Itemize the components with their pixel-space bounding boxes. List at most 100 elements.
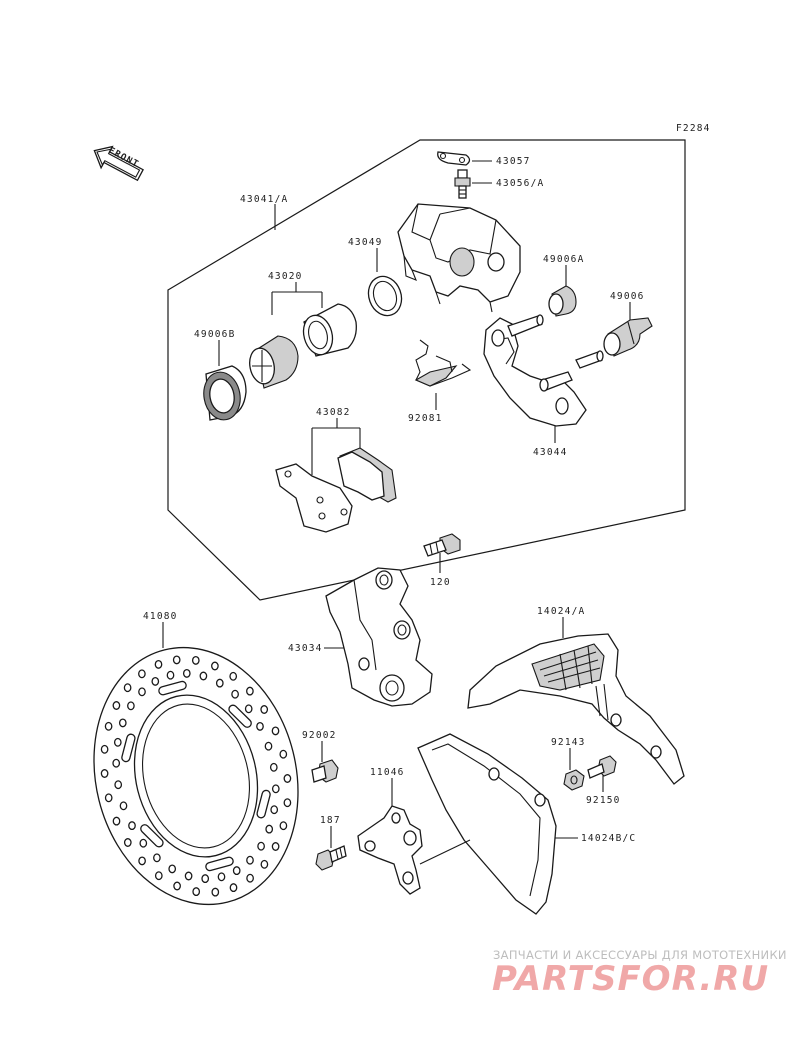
disc-hole: [229, 883, 238, 893]
disc-hole: [100, 769, 109, 778]
svg-text:92143: 92143: [551, 737, 586, 748]
label-43049: 43049: [348, 237, 383, 272]
caliper-piston: [302, 303, 357, 357]
slide-pin-boot: [603, 317, 653, 357]
disc-hole: [232, 866, 241, 876]
disc-hole: [114, 780, 123, 790]
label-11046: 11046: [370, 767, 405, 808]
disc-hole: [112, 701, 121, 710]
disc-hole: [104, 793, 113, 803]
holder-bolt: [311, 759, 339, 783]
disc-hole: [283, 798, 292, 808]
disc-hole: [151, 676, 160, 686]
disc-hole: [199, 671, 208, 681]
disc-hole: [260, 705, 269, 714]
watermark-tagline: ЗАПЧАСТИ И АКСЕССУАРЫ ДЛЯ МОТОТЕХНИКИ: [493, 948, 787, 962]
disc-hole: [211, 661, 219, 671]
front-arrow-icon: [93, 145, 144, 182]
svg-text:11046: 11046: [370, 767, 405, 778]
disc-hole: [119, 801, 128, 811]
disc-guard-lower: [417, 733, 557, 915]
disc-hole: [118, 718, 127, 728]
slide-pin-boot-small: [548, 285, 577, 317]
caliper-bolt: [423, 533, 461, 557]
pad-spring: [414, 339, 472, 387]
svg-text:43049: 43049: [348, 237, 383, 248]
disc-hole: [229, 671, 238, 681]
svg-text:43057: 43057: [496, 156, 531, 167]
disc-hole: [168, 864, 177, 874]
disc-hole: [256, 721, 264, 731]
svg-text:43082: 43082: [316, 407, 351, 418]
bracket-bolt: [315, 845, 347, 871]
disc-hole: [270, 805, 279, 815]
label-92150: 92150: [586, 775, 621, 806]
disc-hole: [166, 670, 175, 680]
disc-hole: [211, 887, 220, 897]
svg-text:14024/A: 14024/A: [537, 606, 585, 617]
disc-hole: [265, 824, 274, 834]
disc-hole: [283, 774, 292, 783]
disc-hole: [154, 659, 163, 669]
caliper-body: [397, 203, 521, 313]
disc-hole: [264, 741, 273, 751]
disc-hole: [138, 856, 146, 866]
svg-text:187: 187: [320, 815, 341, 826]
disc-hole: [279, 821, 288, 831]
svg-text:92002: 92002: [302, 730, 337, 741]
disc-slots: [121, 680, 271, 872]
guard-bolt: [587, 755, 617, 779]
svg-text:43041/A: 43041/A: [240, 194, 288, 205]
disc-hole: [191, 655, 200, 665]
svg-text:43034: 43034: [288, 643, 323, 654]
label-14024bc: 14024B/C: [555, 833, 636, 844]
disc-hole: [279, 749, 288, 759]
svg-text:49006A: 49006A: [543, 254, 585, 265]
svg-text:92150: 92150: [586, 795, 621, 806]
label-43082: 43082: [311, 407, 361, 475]
disc-hole: [128, 821, 136, 831]
disc-hole: [139, 838, 148, 848]
disc-hole: [246, 686, 254, 696]
label-41080: 41080: [143, 611, 176, 648]
disc-hole: [123, 683, 132, 693]
label-92002: 92002: [302, 730, 337, 762]
bleeder-cap: [437, 151, 471, 166]
caliper-bracket: [483, 314, 604, 427]
disc-hole: [138, 687, 146, 697]
svg-text:43044: 43044: [533, 447, 568, 458]
disc-hole: [113, 737, 122, 747]
label-43034: 43034: [288, 643, 352, 654]
label-49006b: 49006B: [194, 329, 234, 366]
diagram-code: F2284: [676, 123, 711, 134]
disc-hole: [246, 855, 254, 865]
svg-text:49006: 49006: [610, 291, 645, 302]
disc-hole: [127, 701, 135, 711]
disc-slot: [205, 856, 234, 872]
brake-disc: [93, 646, 299, 906]
disc-hole: [112, 816, 121, 826]
caliper-holder: [325, 567, 433, 707]
disc-hole: [154, 871, 163, 881]
disc-hole: [244, 704, 253, 714]
disc-hole: [182, 668, 191, 678]
bracket-leader-line: [419, 839, 471, 865]
disc-slot: [140, 824, 164, 848]
disc-slot: [228, 704, 252, 728]
piston-boot: [249, 335, 299, 389]
disc-vent-holes: [100, 655, 292, 897]
disc-hole: [112, 758, 121, 768]
label-43041a: 43041/A: [240, 194, 288, 230]
label-43057: 43057: [472, 156, 531, 167]
bleeder-valve: [454, 169, 471, 199]
disc-hole: [138, 669, 146, 679]
disc-hole: [173, 881, 181, 891]
svg-text:14024B/C: 14024B/C: [581, 833, 636, 844]
label-49006a: 49006A: [543, 254, 585, 287]
disc-hole: [215, 678, 224, 688]
label-43020: 43020: [268, 271, 323, 315]
watermark-brand: PARTSFOR.RU: [492, 959, 769, 999]
disc-hole: [153, 853, 161, 863]
brake-pads: [275, 447, 397, 533]
